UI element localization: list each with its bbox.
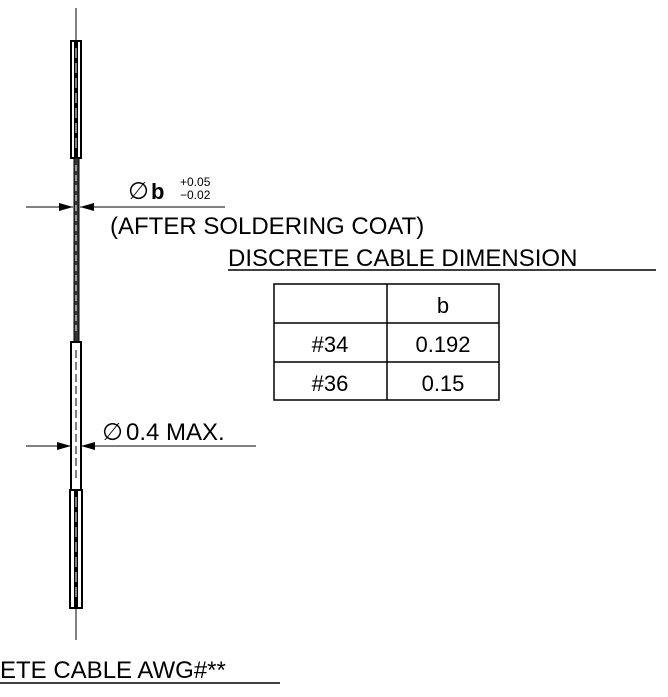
dimension-table: b #34 0.192 #36 0.15 xyxy=(273,283,500,401)
tolerance-minus: −0.02 xyxy=(180,188,211,202)
table-cell-b36: 0.15 xyxy=(422,371,465,396)
dimension-max-label: 0.4 MAX. xyxy=(126,419,225,446)
dimension-b-label: b xyxy=(151,179,164,204)
table-header-b: b xyxy=(437,293,449,318)
diameter-b-symbol: ∅ xyxy=(128,178,149,205)
table-cell-awg36: #36 xyxy=(312,371,349,396)
diameter-max-symbol: ∅ xyxy=(102,419,123,446)
soldering-coat-note: (AFTER SOLDERING COAT) xyxy=(110,213,424,240)
table-cell-b34: 0.192 xyxy=(415,332,470,357)
table-cell-awg34: #34 xyxy=(312,332,349,357)
tolerance-plus: +0.05 xyxy=(180,175,211,189)
bottom-caption: ETE CABLE AWG#** xyxy=(0,657,226,684)
dimension-b: ∅ b +0.05 −0.02 xyxy=(26,175,225,211)
dimension-max: ∅ 0.4 MAX. xyxy=(26,419,256,450)
table-title: DISCRETE CABLE DIMENSION xyxy=(228,245,577,272)
